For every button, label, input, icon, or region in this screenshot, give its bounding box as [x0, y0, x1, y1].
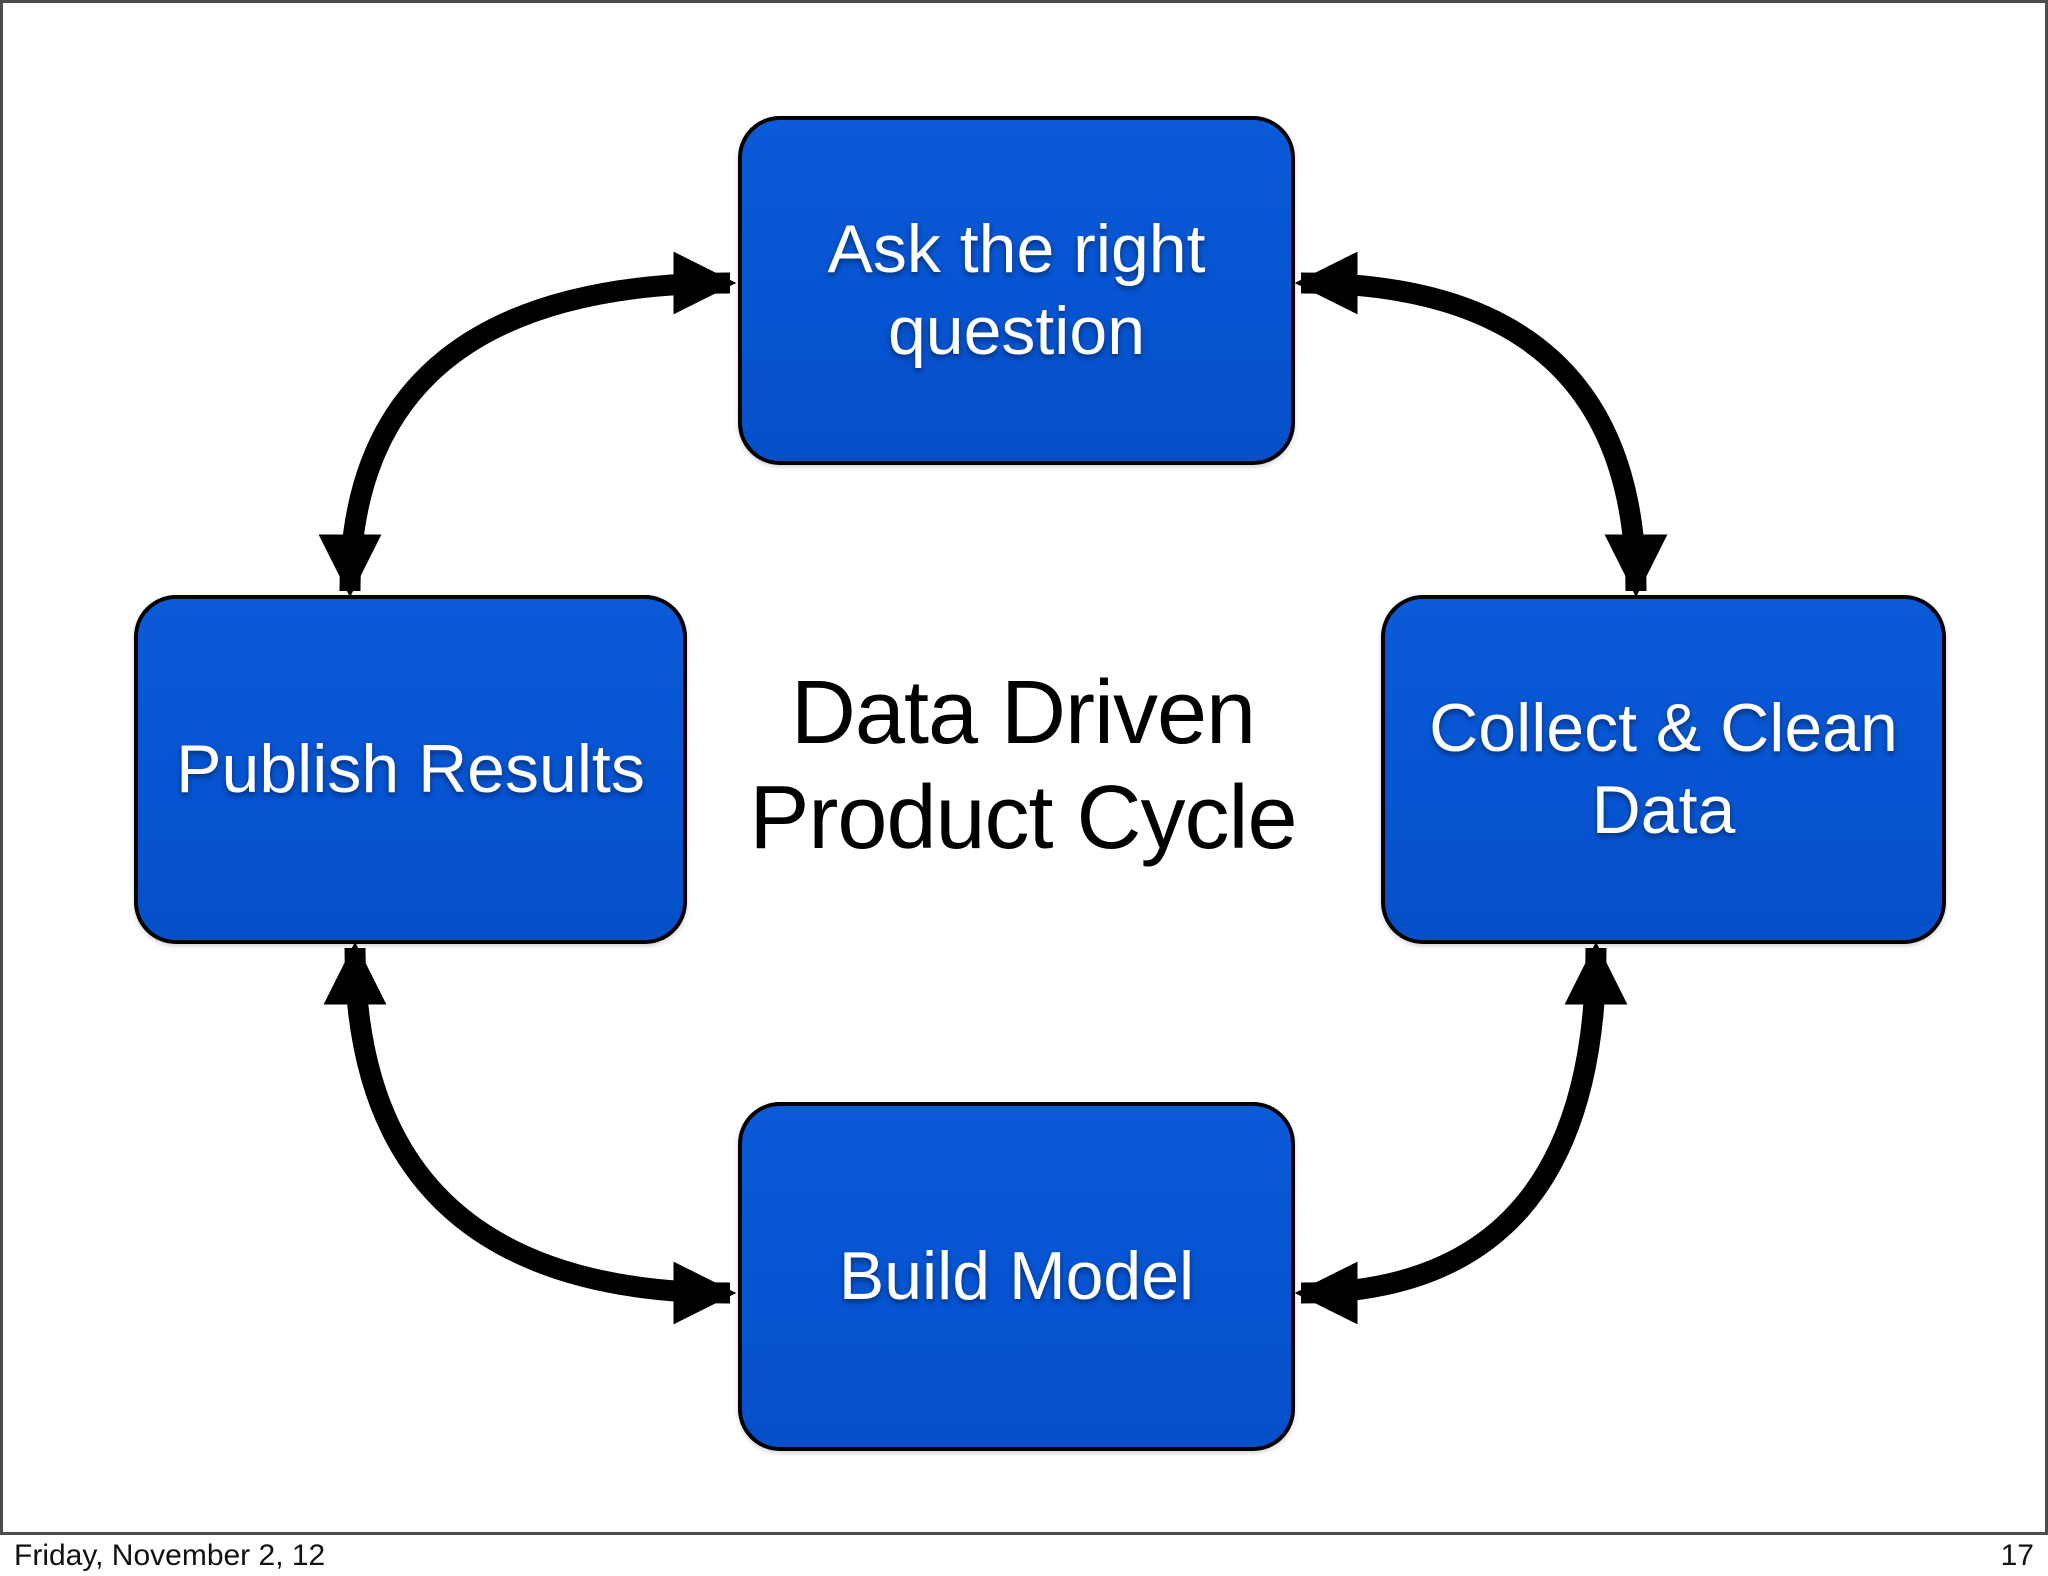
footer: Friday, November 2, 12 17	[0, 1535, 2048, 1576]
slide-canvas: Ask the right question Collect & Clean D…	[0, 0, 2048, 1535]
arrow-build-to-collect	[1294, 941, 1628, 1325]
arrow-ask-to-collect	[1294, 251, 1668, 598]
node-label: Ask the right question	[827, 210, 1206, 369]
diagram-title-line-2: Product Cycle	[749, 768, 1297, 869]
diagram-title-line-1: Data Driven	[790, 663, 1256, 763]
node-label: Collect & Clean Data	[1429, 689, 1898, 848]
diagram-title: Data Driven Product Cycle	[667, 661, 1379, 872]
node-build-model: Build Model	[738, 1102, 1295, 1451]
footer-date: Friday, November 2, 12	[14, 1538, 326, 1572]
cycle-arrows	[318, 251, 1668, 1325]
arrow-publish-to-ask	[318, 251, 737, 598]
node-label: Build Model	[838, 1237, 1195, 1314]
node-publish-results: Publish Results	[134, 595, 687, 944]
node-collect-clean-data: Collect & Clean Data	[1381, 595, 1946, 944]
arrow-publish-to-build	[323, 941, 737, 1325]
node-ask-the-right-question: Ask the right question	[738, 116, 1295, 465]
page-number: 17	[2000, 1538, 2034, 1572]
node-label: Publish Results	[176, 730, 645, 807]
